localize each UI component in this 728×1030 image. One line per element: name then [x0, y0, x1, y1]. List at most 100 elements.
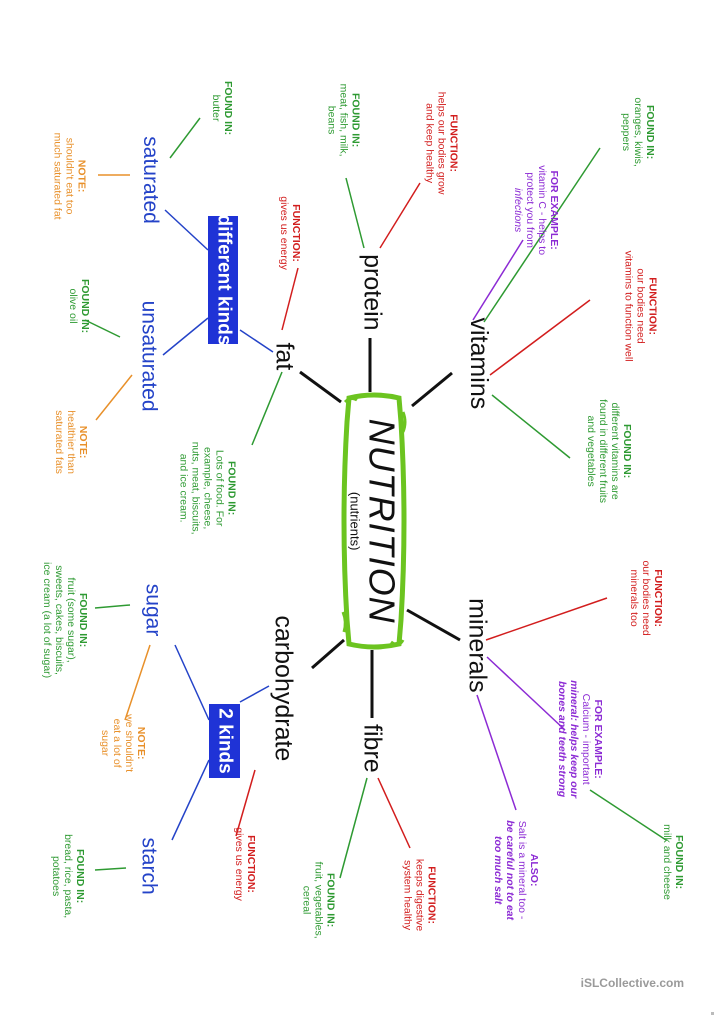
connector-line	[239, 329, 274, 353]
note-line: infections	[511, 187, 524, 233]
note-heading: FUNCTION:	[425, 866, 438, 924]
node-fibre: fibre	[358, 723, 387, 773]
note-line: Salt is a mineral too -	[515, 820, 528, 920]
note-line: helps our bodies grow	[434, 91, 447, 195]
note-heading: FOR EXAMPLE:	[592, 699, 605, 779]
connector-line	[162, 317, 209, 356]
note-line: milk and cheese	[660, 824, 673, 900]
subnode-unsaturated: unsaturated	[137, 300, 161, 412]
note-line: oranges, kiwis,	[631, 97, 644, 167]
fibre-found: FOUND IN: fruit, vegetables, cereal	[300, 862, 336, 939]
nutrition-title-box	[341, 392, 407, 650]
note-heading: FOUND IN:	[673, 834, 685, 890]
subnode-sugar: sugar	[140, 583, 164, 637]
connector-line	[94, 867, 127, 871]
note-line: olive oil	[67, 288, 80, 324]
connector-line	[239, 685, 270, 703]
note-line: fruit, vegetables,	[312, 861, 325, 939]
note-line: saturated fats	[52, 410, 65, 474]
connector-line	[491, 394, 571, 459]
fat-function: FUNCTION: gives us energy	[278, 196, 302, 270]
node-fat: fat	[270, 341, 299, 370]
connector-line	[483, 147, 601, 323]
note-heading: NOTE:	[135, 726, 148, 760]
note-heading: FOUND IN:	[74, 848, 87, 904]
note-line: mineral: helps keep our	[567, 680, 580, 799]
unsaturated-found: FOUND IN: olive oil	[67, 279, 91, 333]
note-line: shouldn't eat too	[63, 137, 76, 215]
fat-found: FOUND IN: Lots of food. For example, che…	[177, 442, 237, 535]
title-main: NUTRITION	[361, 418, 403, 624]
note-line: gives us energy	[277, 196, 290, 270]
note-line: eat a lot of	[111, 718, 124, 768]
note-line: butter	[210, 94, 223, 122]
sugar-found: FOUND IN: fruit (some sugar), sweets, ca…	[41, 562, 89, 678]
note-heading: NOTE:	[76, 425, 89, 459]
note-heading: ALSO:	[528, 853, 541, 887]
vitamins-example: FOR EXAMPLE: vitamin C - helps to protec…	[512, 165, 560, 255]
note-line: peppers	[619, 113, 632, 152]
connector-line	[472, 239, 524, 321]
unsaturated-note: NOTE: healthier than saturated fats	[53, 410, 89, 474]
note-line: too much salt	[491, 835, 504, 905]
note-heading: FUNCTION:	[651, 569, 664, 627]
connector-line	[251, 371, 283, 446]
note-line: bones and teeth strong	[555, 681, 568, 798]
note-heading: FOUND IN:	[79, 278, 92, 334]
node-vitamins: vitamins	[465, 317, 494, 409]
note-heading: FOUND IN:	[225, 461, 238, 516]
connector-line	[95, 374, 133, 421]
note-line: example, cheese,	[200, 446, 213, 530]
minerals-function: FUNCTION: our bodies need minerals too	[627, 560, 663, 635]
note-heading: FOUND IN:	[77, 592, 90, 648]
connector-line	[169, 117, 201, 159]
note-line: cereal	[299, 885, 312, 915]
saturated-note: NOTE: shouldn't eat too much saturated f…	[51, 133, 87, 220]
note-line: healthier than	[64, 410, 77, 474]
connector-line	[476, 694, 517, 811]
minerals-also: ALSO: Salt is a mineral too - be careful…	[492, 820, 540, 920]
note-heading: NOTE:	[75, 159, 88, 193]
note-line: system healthy	[401, 860, 414, 931]
note-line: meat, fish, milk,	[337, 83, 349, 157]
note-line: fruit (some sugar),	[65, 577, 78, 663]
note-heading: FUNCTION:	[289, 204, 302, 262]
note-line: different vitamins are	[608, 402, 621, 500]
note-line: minerals too	[627, 569, 640, 627]
note-line: and ice cream.	[176, 453, 189, 523]
note-line: nuts, meat, biscuits,	[188, 441, 201, 535]
connector-line	[489, 299, 591, 376]
connector-line	[377, 777, 411, 849]
note-line: vitamin C - helps to	[536, 165, 548, 256]
connector-line	[485, 597, 608, 641]
note-line: and keep healthy	[422, 103, 435, 184]
subnode-starch: starch	[137, 837, 161, 895]
subnode-saturated: saturated	[138, 136, 162, 224]
connector-line	[486, 656, 566, 731]
protein-function: FUNCTION: helps our bodies grow and keep…	[423, 92, 459, 195]
connector-line	[345, 177, 365, 249]
note-line: be careful not to eat	[503, 820, 516, 921]
note-heading: FUNCTION:	[244, 835, 257, 893]
minerals-found: FOUND IN: milk and cheese	[661, 824, 685, 900]
saturated-found: FOUND IN: butter	[210, 81, 234, 135]
two-kinds-label: 2 kinds	[214, 708, 236, 774]
note-line: gives us energy	[232, 827, 245, 901]
note-line: sweets, cakes, biscuits,	[53, 565, 66, 675]
note-line: Calcium - important	[580, 693, 592, 785]
note-line: found in different fruits	[596, 399, 609, 503]
note-line: protect you from	[523, 172, 536, 249]
connector-line	[94, 604, 131, 609]
note-line: and vegetables	[584, 415, 597, 487]
connector-line	[235, 769, 256, 837]
note-heading: FOUND IN:	[222, 80, 235, 136]
note-heading: FOUND IN:	[620, 423, 633, 479]
vitamins-found-top: FOUND IN: oranges, kiwis, peppers	[619, 97, 655, 166]
two-kinds-box: 2 kinds	[209, 704, 240, 778]
connector-line	[406, 608, 461, 642]
connector-line	[339, 777, 368, 879]
connector-line	[281, 267, 299, 331]
connector-line	[171, 759, 210, 841]
